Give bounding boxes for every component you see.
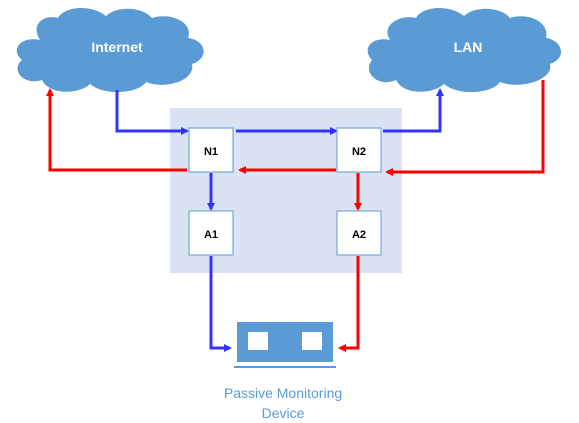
flow-n1-to-internet — [46, 88, 187, 172]
device-port-left — [248, 332, 268, 350]
internet-cloud: Internet — [16, 7, 204, 93]
device-label-line2: Device — [262, 405, 305, 421]
node-n2: N2 — [336, 127, 382, 173]
flow-a2-to-device — [338, 256, 360, 352]
flow-lan-to-n2 — [385, 80, 545, 176]
node-n2-label: N2 — [352, 146, 366, 158]
flow-internet-to-n1 — [115, 90, 189, 135]
node-a2: A2 — [336, 210, 382, 256]
monitoring-device-icon — [234, 322, 336, 368]
device-label-line1: Passive Monitoring — [224, 385, 342, 401]
lan-cloud: LAN — [367, 7, 562, 93]
lan-label: LAN — [454, 39, 483, 55]
node-n1: N1 — [188, 127, 234, 173]
node-n1-label: N1 — [204, 146, 218, 158]
flow-n2-to-lan — [383, 88, 444, 133]
node-a1: A1 — [188, 210, 234, 256]
node-a2-label: A2 — [352, 229, 366, 241]
device-port-right — [302, 332, 322, 350]
node-a1-label: A1 — [204, 229, 218, 241]
internet-label: Internet — [91, 39, 143, 55]
flow-a1-to-device — [209, 256, 232, 352]
